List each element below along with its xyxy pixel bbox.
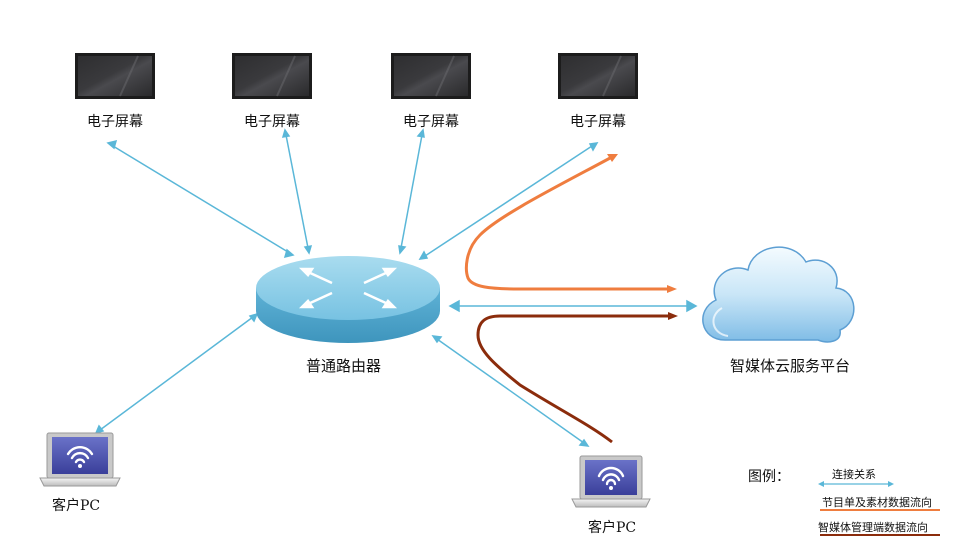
router-icon <box>256 256 440 343</box>
legend-graphics <box>818 481 940 536</box>
client-2-label: 客户PC <box>588 520 637 536</box>
link-screen-4 <box>418 142 599 260</box>
cloud-label: 智媒体云服务平台 <box>730 357 851 375</box>
link-screen-3 <box>398 128 425 255</box>
link-client-2 <box>431 335 590 447</box>
legend-program-flow-label: 节目单及素材数据流向 <box>822 496 932 509</box>
legend-connection-label: 连接关系 <box>832 468 876 481</box>
screen-4 <box>558 53 638 99</box>
link-screen-1 <box>106 139 295 259</box>
link-cloud <box>448 299 698 313</box>
screen-2 <box>232 53 312 99</box>
legend-management-flow-label: 智媒体管理端数据流向 <box>818 521 928 534</box>
client-1-label: 客户PC <box>52 498 101 514</box>
screen-1-label: 电子屏幕 <box>87 114 143 130</box>
screen-3 <box>391 53 471 99</box>
program-flow-arrow <box>465 154 677 293</box>
laptop-icon-2 <box>571 455 651 508</box>
screen-4-label: 电子屏幕 <box>570 114 626 130</box>
screen-3-label: 电子屏幕 <box>403 114 459 130</box>
connection-lines <box>94 128 698 447</box>
cloud-icon <box>702 246 855 343</box>
screen-2-label: 电子屏幕 <box>244 114 300 130</box>
link-client-1 <box>94 312 259 435</box>
laptop-icon-1 <box>39 432 121 487</box>
management-flow-arrow <box>476 312 678 444</box>
screen-1 <box>75 53 155 99</box>
router-label: 普通路由器 <box>306 357 382 375</box>
link-screen-2 <box>281 128 313 255</box>
legend-title: 图例： <box>748 469 790 485</box>
